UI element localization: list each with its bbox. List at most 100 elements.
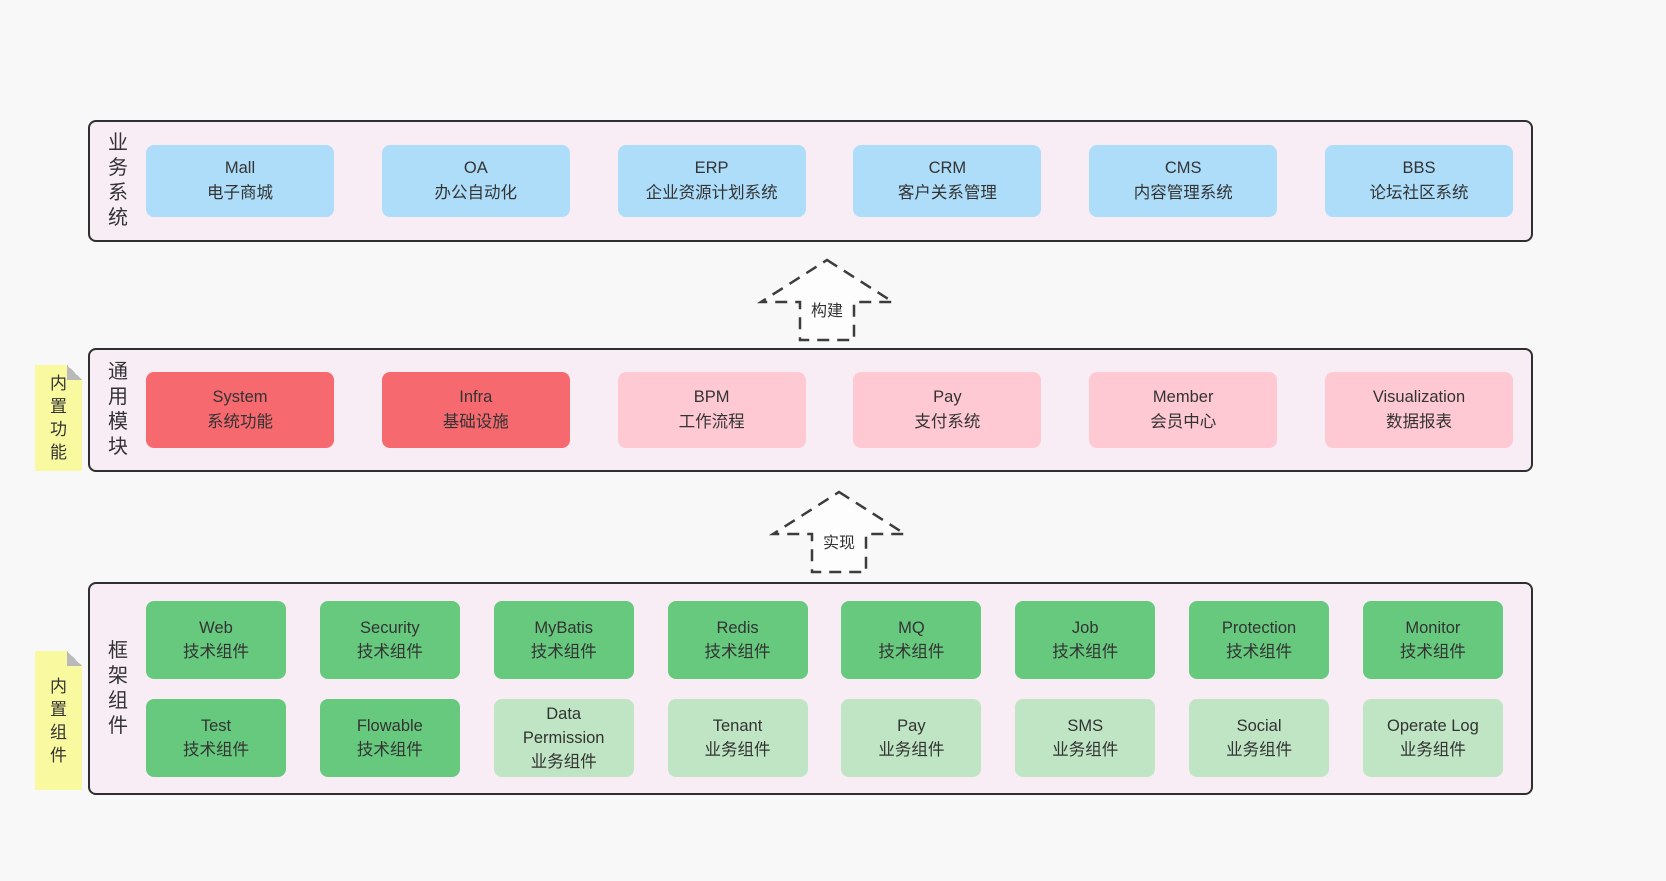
box-name: Redis	[716, 618, 759, 637]
layer-label-text: 业务系统	[108, 132, 128, 229]
box-desc: 技术组件	[183, 642, 249, 661]
box-desc: 技术组件	[183, 740, 249, 759]
box-name: Security	[360, 618, 420, 637]
component-row-2: Test 技术组件 Flowable 技术组件 Data Permission …	[146, 698, 1503, 777]
folded-corner-icon	[67, 365, 82, 380]
box-name: BBS	[1402, 159, 1436, 177]
implement-arrow: 实现	[769, 489, 909, 575]
business-box-oa: OA 办公自动化	[381, 145, 570, 217]
box-desc: 技术组件	[356, 740, 423, 759]
box-name: Monitor	[1405, 618, 1461, 637]
box-desc: 技术组件	[1399, 642, 1466, 661]
box-name: Member	[1152, 388, 1214, 406]
box-desc: 电子商城	[207, 184, 273, 202]
box-desc: 技术组件	[530, 642, 597, 661]
box-desc: 业务组件	[1399, 740, 1466, 759]
box-name: BPM	[693, 388, 730, 406]
box-name: System	[212, 388, 268, 406]
box-desc: 业务组件	[1052, 740, 1119, 759]
component-box-protection: Protection 技术组件	[1189, 600, 1330, 679]
component-box-flowable: Flowable 技术组件	[319, 698, 460, 777]
box-desc: 数据报表	[1385, 413, 1452, 431]
component-row-1: Web 技术组件 Security 技术组件 MyBatis 技术组件 Redi…	[146, 600, 1503, 679]
framework-components-label: 框架组件	[90, 639, 146, 739]
component-box-redis: Redis 技术组件	[667, 600, 808, 679]
component-box-test: Test 技术组件	[146, 698, 286, 777]
box-name: Test	[200, 716, 232, 735]
box-name: Pay	[897, 716, 926, 735]
component-box-data-permission: Data Permission 业务组件	[493, 698, 634, 777]
box-name: Infra	[459, 388, 493, 406]
build-arrow: 构建	[757, 257, 897, 343]
up-arrow-icon	[757, 258, 897, 342]
business-systems-layer: 业务系统 Mall 电子商城 OA 办公自动化 ERP 企业资源计划系统 CRM…	[88, 120, 1533, 242]
box-desc: 论坛社区系统	[1369, 184, 1469, 202]
box-name: CRM	[928, 159, 967, 177]
box-desc: 技术组件	[1226, 642, 1293, 661]
business-box-mall: Mall 电子商城	[146, 145, 334, 217]
box-desc: 系统功能	[207, 413, 273, 431]
module-box-pay: Pay 支付系统	[853, 372, 1042, 448]
box-name: Flowable	[356, 716, 423, 735]
module-box-bpm: BPM 工作流程	[617, 372, 806, 448]
box-name: Mall	[224, 159, 256, 177]
module-box-system: System 系统功能	[146, 372, 334, 448]
box-desc: 业务组件	[1226, 740, 1293, 759]
component-box-web: Web 技术组件	[146, 600, 286, 679]
business-box-cms: CMS 内容管理系统	[1089, 145, 1278, 217]
box-name: ERP	[694, 159, 729, 177]
layer-label-text: 通用模块	[108, 361, 128, 458]
box-name: CMS	[1164, 159, 1202, 177]
box-desc: 技术组件	[878, 642, 945, 661]
box-desc: 企业资源计划系统	[645, 184, 778, 202]
box-desc: 业务组件	[878, 740, 945, 759]
up-arrow-icon	[769, 490, 909, 574]
box-desc: 办公自动化	[434, 184, 518, 202]
box-name: Tenant	[712, 716, 763, 735]
component-box-pay: Pay 业务组件	[841, 698, 982, 777]
box-name: Social	[1236, 716, 1282, 735]
box-name: Data Permission	[522, 704, 605, 747]
common-modules-layer: 通用模块 System 系统功能 Infra 基础设施 BPM 工作流程 Pay…	[88, 348, 1533, 472]
built-in-components-note: 内置组件	[35, 651, 82, 790]
folded-corner-icon	[67, 651, 82, 666]
framework-components-layer: 框架组件 Web 技术组件 Security 技术组件 MyBatis 技术组件…	[88, 582, 1533, 795]
component-box-mq: MQ 技术组件	[841, 600, 982, 679]
build-arrow-label: 构建	[810, 303, 843, 320]
business-systems-label: 业务系统	[90, 131, 146, 231]
box-desc: 技术组件	[1052, 642, 1119, 661]
box-name: Job	[1071, 618, 1099, 637]
box-name: Operate Log	[1387, 716, 1479, 735]
implement-arrow-label: 实现	[822, 535, 855, 552]
business-box-bbs: BBS 论坛社区系统	[1324, 145, 1513, 217]
module-box-infra: Infra 基础设施	[381, 372, 570, 448]
box-name: Web	[199, 618, 233, 637]
box-desc: 工作流程	[678, 413, 745, 431]
box-desc: 技术组件	[704, 642, 771, 661]
component-box-sms: SMS 业务组件	[1015, 698, 1156, 777]
box-desc: 会员中心	[1150, 413, 1217, 431]
note-text: 内置组件	[50, 676, 67, 765]
box-name: Pay	[933, 388, 962, 406]
component-box-operate-log: Operate Log 业务组件	[1362, 698, 1503, 777]
box-name: Protection	[1221, 618, 1297, 637]
module-boxes-row: System 系统功能 Infra 基础设施 BPM 工作流程 Pay 支付系统…	[146, 372, 1531, 448]
component-box-security: Security 技术组件	[319, 600, 460, 679]
component-boxes-grid: Web 技术组件 Security 技术组件 MyBatis 技术组件 Redi…	[146, 600, 1531, 777]
box-name: Visualization	[1372, 388, 1466, 406]
component-box-mybatis: MyBatis 技术组件	[493, 600, 634, 679]
component-box-monitor: Monitor 技术组件	[1362, 600, 1503, 679]
box-name: MyBatis	[534, 618, 594, 637]
box-desc: 技术组件	[356, 642, 423, 661]
business-box-erp: ERP 企业资源计划系统	[617, 145, 806, 217]
box-name: OA	[463, 159, 488, 177]
layer-label-text: 框架组件	[108, 639, 128, 737]
common-modules-label: 通用模块	[90, 360, 146, 460]
box-desc: 客户关系管理	[897, 184, 997, 202]
component-box-social: Social 业务组件	[1189, 698, 1330, 777]
module-box-member: Member 会员中心	[1089, 372, 1278, 448]
box-desc: 基础设施	[442, 413, 509, 431]
built-in-features-note: 内置功能	[35, 365, 82, 471]
box-name: SMS	[1067, 716, 1104, 735]
box-desc: 支付系统	[914, 413, 981, 431]
